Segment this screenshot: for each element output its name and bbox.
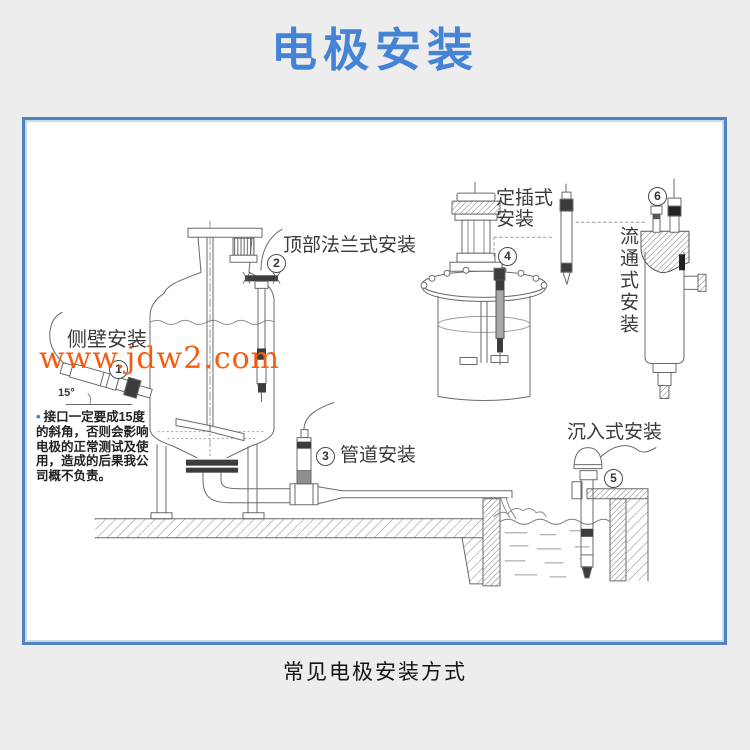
water-pit <box>482 488 649 587</box>
top-flange-electrode <box>242 228 283 403</box>
diagram-panel: 侧壁安装 顶部法兰式安装 管道安装 定插式安装 沉入式安装 流通式安装 1 2 … <box>22 117 727 645</box>
watermark: www.jdw2.com <box>39 341 281 376</box>
marker-5: 5 <box>604 469 623 488</box>
note-line: 接口一定要成15度 <box>43 410 145 424</box>
fixed-insertion-vessel <box>420 181 553 402</box>
submersible-electrode <box>571 445 657 579</box>
page-title: 电极安装 <box>271 24 479 76</box>
marker-3: 3 <box>316 447 335 466</box>
pipeline-electrode-assembly <box>202 402 513 506</box>
label-top-flange-install: 顶部法兰式安装 <box>283 235 417 256</box>
install-warning-note: •接口一定要成15度 的斜角，否则会影响 电极的正常测试及使 用，造成的后果我公… <box>36 409 162 484</box>
note-line: 的斜角，否则会影响 <box>36 424 149 439</box>
flow-cell <box>640 178 707 400</box>
marker-1: 1 <box>109 360 128 379</box>
reference-probe <box>559 183 647 285</box>
caption: 常见电极安装方式 <box>283 661 467 684</box>
diagram-line-art <box>49 178 707 587</box>
note-line: 用，造成的后果我公 <box>36 454 149 469</box>
note-line: 司概不负责。 <box>36 469 112 484</box>
label-side-wall-install: 侧壁安装 <box>67 329 147 351</box>
note-line: 电极的正常测试及使 <box>36 439 149 454</box>
marker-6: 6 <box>648 187 667 206</box>
marker-2: 2 <box>267 254 286 273</box>
stirred-tank <box>149 220 275 520</box>
label-pipeline-install: 管道安装 <box>340 445 417 466</box>
label-fixed-insertion-install: 定插式安装 <box>496 188 554 230</box>
side-wall-electrode <box>49 311 153 406</box>
ground <box>94 518 484 585</box>
angle-label: 15° <box>58 387 75 399</box>
note-bullet: • <box>36 409 41 424</box>
label-flow-through-install: 流通式安装 <box>617 226 638 336</box>
marker-4: 4 <box>498 247 517 266</box>
label-submerged-install: 沉入式安装 <box>567 422 663 443</box>
